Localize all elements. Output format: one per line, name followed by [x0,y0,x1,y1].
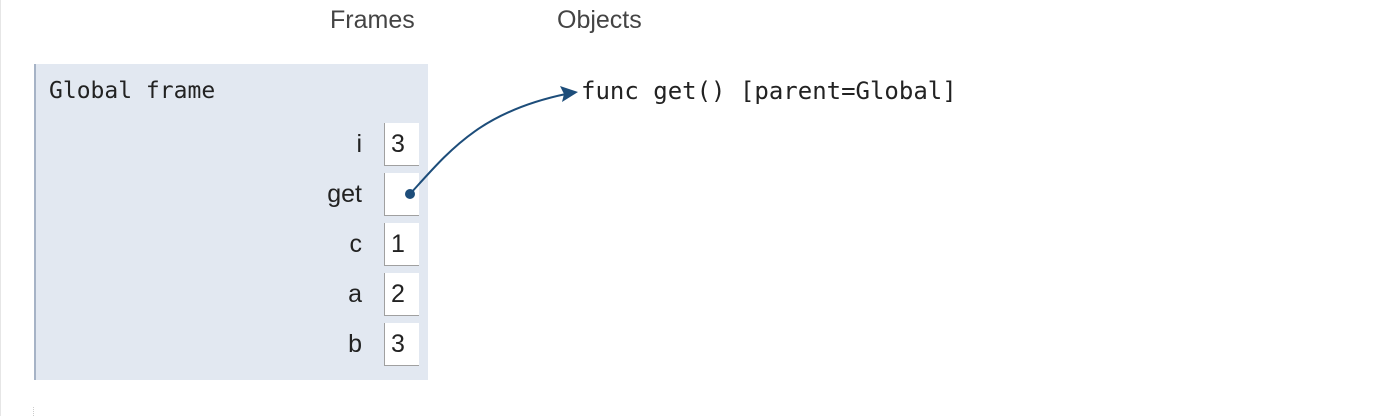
variable-value: 1 [384,223,419,266]
variable-row-c: c 1 [36,223,428,267]
variable-value-pointer [384,173,419,216]
global-frame: Global frame i 3 get c 1 a 2 b 3 [34,64,428,380]
variable-value: 3 [384,323,419,366]
variable-name: a [348,280,362,308]
variable-row-i: i 3 [36,123,428,167]
pointer-arrow-path [409,93,567,195]
variable-name: i [356,130,362,158]
pointer-dot-icon [405,189,415,199]
global-frame-title: Global frame [49,78,216,104]
frames-header: Frames [330,6,415,34]
arrow-head-icon [560,86,578,102]
panel-bottom-tick [33,407,35,416]
objects-header: Objects [557,6,642,34]
variable-name: get [327,180,362,208]
variable-value: 2 [384,273,419,316]
function-object-get: func get() [parent=Global] [581,77,957,105]
variable-name: b [348,330,362,358]
variable-row-get: get [36,173,428,217]
panel-left-border [0,0,4,416]
variable-value: 3 [384,123,419,166]
variable-row-b: b 3 [36,323,428,367]
variable-row-a: a 2 [36,273,428,317]
variable-name: c [349,230,363,258]
